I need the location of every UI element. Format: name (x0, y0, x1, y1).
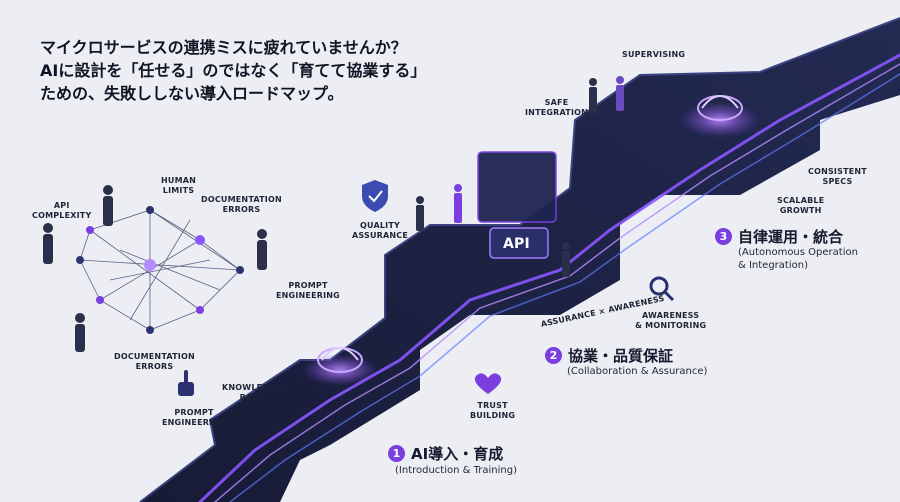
label-safe-integration: SAFE INTEGRATION (525, 98, 589, 117)
brain-hub-3 (680, 95, 760, 138)
headline-line-1: マイクロサービスの連携ミスに疲れていませんか？ (40, 38, 407, 57)
hand-pointer-icon (178, 370, 194, 396)
stage-1-subtitle: (Introduction & Training) (395, 465, 517, 476)
stage-2-title: 2 協業・品質保証 (545, 345, 673, 366)
chaos-nodes (76, 206, 244, 334)
headline-line-3: ための、失敗ししない導入ロードマップ。 (40, 84, 344, 103)
stage-1-title: 1 AI導入・育成 (388, 443, 503, 464)
stage-1-label: AI導入・育成 (411, 445, 504, 463)
stage-2-badge: 2 (545, 347, 562, 364)
label-awareness-monitoring: AWARENESS & MONITORING (635, 311, 707, 330)
headline-line-2: AIに設計を「任せる」のではなく「育てて協業する」 (40, 61, 427, 80)
label-documentation-errors-top: DOCUMENTATION ERRORS (201, 195, 282, 214)
stage-3-title: 3 自律運用・統合 (715, 226, 843, 247)
label-prompt-engineering-bottom: PROMPT ENGINEERING (162, 408, 226, 427)
api-block (477, 151, 557, 259)
stage-3-subtitle: (Autonomous Operation & Integration) (738, 247, 858, 271)
stage-3-badge: 3 (715, 228, 732, 245)
label-prompt-engineering-top: PROMPT ENGINEERING (276, 281, 340, 300)
label-trust-building: TRUST BUILDING (470, 401, 516, 420)
label-human-limits: HUMAN LIMITS (161, 176, 197, 195)
label-quality-assurance: QUALITY ASSURANCE (352, 221, 409, 240)
chaos-network (79, 209, 241, 331)
stage-3-label: 自律運用・統合 (738, 228, 844, 246)
stage-2-subtitle: (Collaboration & Assurance) (567, 366, 708, 377)
label-supervising: SUPERVISING (622, 50, 686, 59)
headline: マイクロサービスの連携ミスに疲れていませんか？ AIに設計を「任せる」のではなく… (40, 36, 426, 105)
heart-icon (474, 373, 502, 394)
label-api: API (503, 236, 530, 252)
label-consistent-specs: CONSISTENT SPECS (808, 167, 867, 186)
stage-1-badge: 1 (388, 445, 405, 462)
label-api-complexity: API COMPLEXITY (32, 201, 92, 220)
stage-2-label: 協業・品質保証 (568, 347, 674, 365)
data-stream (198, 53, 900, 502)
label-documentation-errors-bottom: DOCUMENTATION ERRORS (114, 352, 195, 371)
shield-icon (362, 180, 388, 212)
magnifier-icon (649, 276, 675, 302)
label-scalable-growth: SCALABLE GROWTH (777, 196, 825, 215)
brain-hub-1 (302, 347, 378, 386)
label-knowledge-base: KNOWLEDGE BASE (222, 383, 282, 402)
person-silhouettes (43, 76, 624, 352)
road-edge (139, 17, 900, 502)
